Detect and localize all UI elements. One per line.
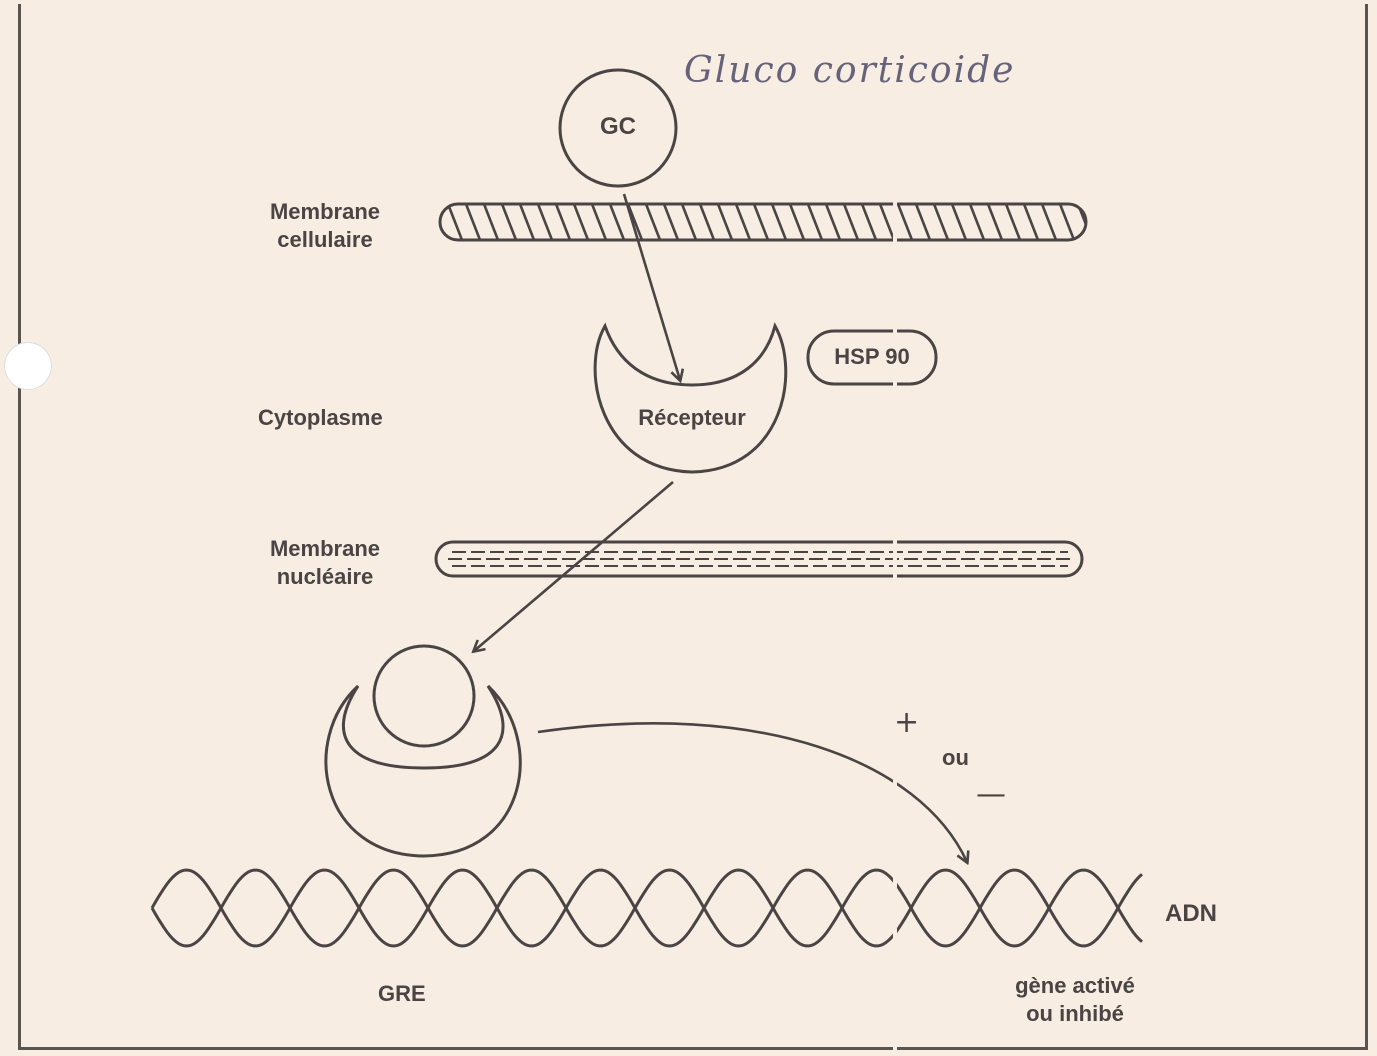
cytoplasme-label: Cytoplasme <box>258 404 383 432</box>
nuclear-membrane <box>436 542 1082 576</box>
recepteur-label: Récepteur <box>612 404 772 432</box>
membrane-hatch-line <box>862 204 876 240</box>
membrane-hatch-line <box>826 204 840 240</box>
gene-label: gène activé ou inhibé <box>990 972 1160 1028</box>
complex-gc-molecule <box>374 646 474 746</box>
membrane-hatch-line <box>646 204 660 240</box>
gene-label-line1: gène activé <box>990 972 1160 1000</box>
membrane-hatch-line <box>790 204 804 240</box>
arrow-complex-to-gene <box>538 723 967 862</box>
membrane-cellulaire-line1: Membrane <box>240 198 410 226</box>
membrane-hatch-line <box>502 204 516 240</box>
membrane-hatch-line <box>916 204 930 240</box>
membrane-hatch-line <box>1042 204 1056 240</box>
membrane-hatch-line <box>970 204 984 240</box>
dna-helix <box>152 870 1142 946</box>
membrane-hatch-line <box>484 204 498 240</box>
membrane-hatch-line <box>700 204 714 240</box>
gre-label: GRE <box>378 980 426 1008</box>
membrane-cellulaire-line2: cellulaire <box>240 226 410 254</box>
membrane-hatch-line <box>1060 204 1074 240</box>
membrane-hatch-line <box>1006 204 1020 240</box>
adn-label: ADN <box>1165 900 1217 928</box>
membrane-cellulaire-label: Membrane cellulaire <box>240 198 410 254</box>
membrane-hatch-line <box>880 204 894 240</box>
membrane-hatch-line <box>844 204 858 240</box>
membrane-hatch-line <box>538 204 552 240</box>
membrane-nucleaire-line2: nucléaire <box>240 563 410 591</box>
cell-membrane <box>430 204 1110 240</box>
hsp90-label: HSP 90 <box>808 343 936 371</box>
membrane-hatch-line <box>754 204 768 240</box>
membrane-hatch-line <box>1024 204 1038 240</box>
hormone-receptor-complex <box>326 646 520 856</box>
gc-label: GC <box>588 113 648 141</box>
minus-sign: — <box>976 780 1006 810</box>
membrane-nucleaire-line1: Membrane <box>240 535 410 563</box>
membrane-hatch-line <box>952 204 966 240</box>
membrane-hatch-line <box>556 204 570 240</box>
membrane-hatch-line <box>610 204 624 240</box>
membrane-hatch-line <box>664 204 678 240</box>
handwritten-note: Gluco corticoide <box>684 50 1015 91</box>
membrane-hatch-line <box>718 204 732 240</box>
membrane-hatch-line <box>592 204 606 240</box>
membrane-hatch-line <box>448 204 462 240</box>
membrane-hatch-line <box>430 204 444 240</box>
receptor-shape <box>595 326 786 472</box>
membrane-hatch-line <box>736 204 750 240</box>
membrane-hatch-line <box>934 204 948 240</box>
ou-label: ou <box>942 744 969 772</box>
membrane-hatch-line <box>772 204 786 240</box>
membrane-hatch-line <box>808 204 822 240</box>
membrane-hatch-line <box>466 204 480 240</box>
complex-receptor <box>326 686 520 856</box>
membrane-hatch-line <box>520 204 534 240</box>
membrane-nucleaire-label: Membrane nucléaire <box>240 535 410 591</box>
membrane-hatch-line <box>682 204 696 240</box>
plus-sign: + <box>894 708 919 738</box>
membrane-hatch-line <box>1096 204 1110 240</box>
gene-label-line2: ou inhibé <box>990 1000 1160 1028</box>
membrane-hatch-line <box>574 204 588 240</box>
membrane-hatch-line <box>988 204 1002 240</box>
membrane-hatch-line <box>898 204 912 240</box>
